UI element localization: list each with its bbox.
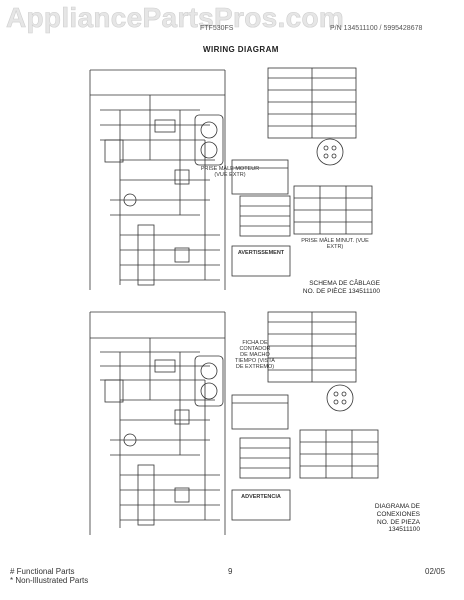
upper-wiring-caption-line2: NO. DE PIÈCE 134511100 bbox=[302, 287, 380, 295]
lower-wiring-caption-line1: DIAGRAMA DE bbox=[374, 503, 420, 510]
footer-non-illustrated: * Non-Illustrated Parts bbox=[10, 576, 89, 586]
model-number: FTF530FS bbox=[200, 25, 234, 32]
upper-plug-caption: PRISE MÂLE MOTEUR (VUE EXTR) bbox=[200, 166, 260, 179]
lower-wiring-caption-line2: CONEXIONES bbox=[376, 510, 420, 518]
upper-wiring-caption-line1: SCHEMA DE CÂBLAGE bbox=[309, 280, 380, 287]
footer-legend: # Functional Parts * Non-Illustrated Par… bbox=[10, 567, 88, 585]
page-title: WIRING DIAGRAM bbox=[203, 45, 279, 54]
upper-warning-label: AVERTISSEMENT bbox=[237, 250, 285, 256]
lower-schematic bbox=[89, 311, 379, 535]
page-number: 9 bbox=[228, 567, 233, 576]
footer-functional-parts: # Functional Parts bbox=[10, 567, 75, 576]
footer-date: 02/05 bbox=[425, 567, 446, 576]
upper-timer-caption: PRISE MÂLE MINUT. (VUE EXTR) bbox=[301, 238, 369, 251]
upper-wiring-caption: SCHEMA DE CÂBLAGE NO. DE PIÈCE 134511100 bbox=[300, 280, 380, 296]
lower-warning-label: ADVERTENCIA bbox=[241, 494, 281, 500]
lower-plug-caption: FICHA DE CONTADOR DE MACHO TIEMPO (VISTA… bbox=[235, 340, 275, 371]
watermark: AppliancePartsPros.com bbox=[6, 2, 345, 34]
upper-schematic bbox=[89, 67, 373, 290]
part-number: P/N 134511100 / 5995428678 bbox=[330, 25, 423, 32]
lower-wiring-caption-line3: NO. DE PIEZA bbox=[377, 518, 420, 526]
lower-wiring-caption-line4: 134511100 bbox=[388, 526, 420, 534]
lower-wiring-caption: DIAGRAMA DE CONEXIONES NO. DE PIEZA 1345… bbox=[340, 503, 420, 534]
